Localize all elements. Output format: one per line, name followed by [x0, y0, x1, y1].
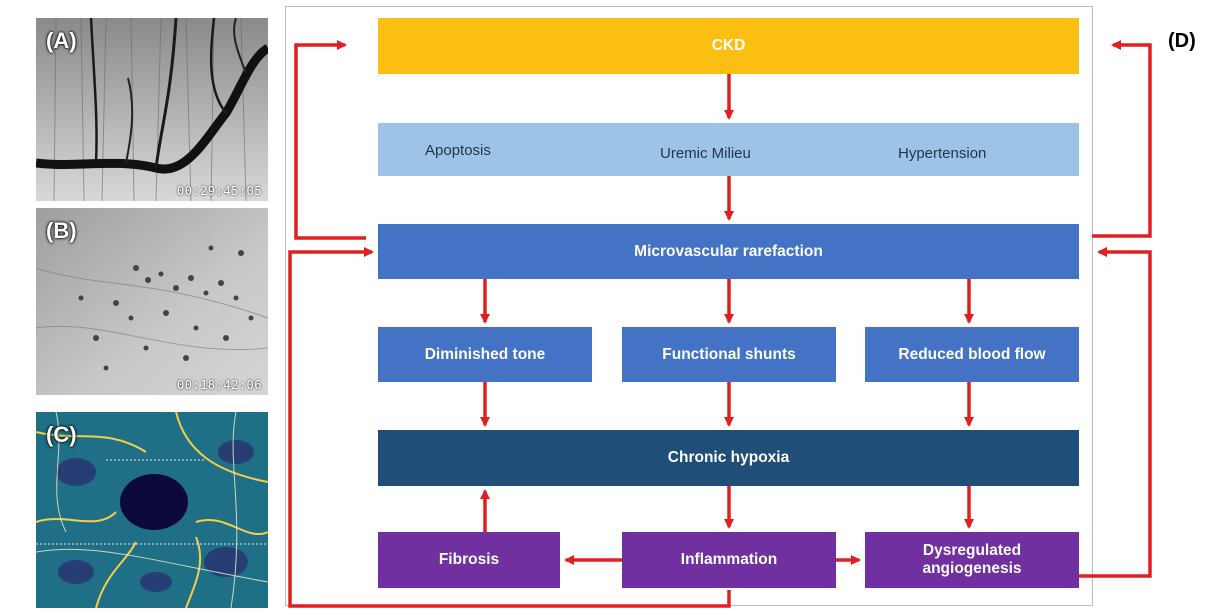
factors-box	[378, 123, 1079, 176]
panel-a-timestamp: 00:29:45:05	[177, 184, 262, 198]
octa-image-c	[36, 412, 268, 608]
effect-box-diminished-tone: Diminished tone	[378, 327, 592, 382]
panel-a-image: (A) 00:29:45:05	[36, 18, 268, 201]
panel-b-image: (B) 00:18:42:06	[36, 208, 268, 395]
panel-d-label: (D)	[1168, 30, 1196, 52]
outcome-box-dysregulated-angiogenesis: Dysregulated angiogenesis	[865, 532, 1079, 588]
factor-uremic-milieu: Uremic Milieu	[660, 145, 751, 162]
outcome-box-inflammation: Inflammation	[622, 532, 836, 588]
hypoxia-label: Chronic hypoxia	[667, 449, 790, 467]
panel-c-image: (C)	[36, 412, 268, 608]
panel-a-label: (A)	[46, 28, 77, 53]
arrow-loop-inflammation-to-rarefaction	[288, 247, 731, 608]
ckd-label: CKD	[711, 37, 746, 55]
panel-c-label: (C)	[46, 422, 77, 447]
arrow-loop-rarefaction-to-ckd-right	[1092, 40, 1152, 238]
capillary-image-b	[36, 208, 268, 395]
effect-box-reduced-blood-flow: Reduced blood flow	[865, 327, 1079, 382]
outcome-label-dysregulated-angiogenesis: Dysregulated angiogenesis	[922, 542, 1022, 577]
effect-label-diminished-tone: Diminished tone	[424, 345, 546, 363]
panel-b-timestamp: 00:18:42:06	[177, 378, 262, 392]
hypoxia-box: Chronic hypoxia	[378, 430, 1079, 486]
arrow-loop-rarefaction-to-ckd	[294, 40, 366, 240]
factor-apoptosis: Apoptosis	[425, 142, 491, 159]
arrow-loop-angiogenesis-to-rarefaction	[1079, 247, 1152, 578]
effect-box-functional-shunts: Functional shunts	[622, 327, 836, 382]
outcome-box-fibrosis: Fibrosis	[378, 532, 560, 588]
outcome-label-fibrosis: Fibrosis	[438, 551, 500, 569]
rarefaction-box: Microvascular rarefaction	[378, 224, 1079, 279]
rarefaction-label: Microvascular rarefaction	[634, 242, 823, 260]
effect-label-functional-shunts: Functional shunts	[662, 345, 796, 363]
panel-b-label: (B)	[46, 218, 77, 243]
vessel-image-a	[36, 18, 268, 201]
factor-hypertension: Hypertension	[898, 145, 987, 162]
outcome-label-inflammation: Inflammation	[680, 551, 778, 569]
ckd-box: CKD	[378, 18, 1079, 74]
effect-label-reduced-blood-flow: Reduced blood flow	[898, 345, 1046, 363]
